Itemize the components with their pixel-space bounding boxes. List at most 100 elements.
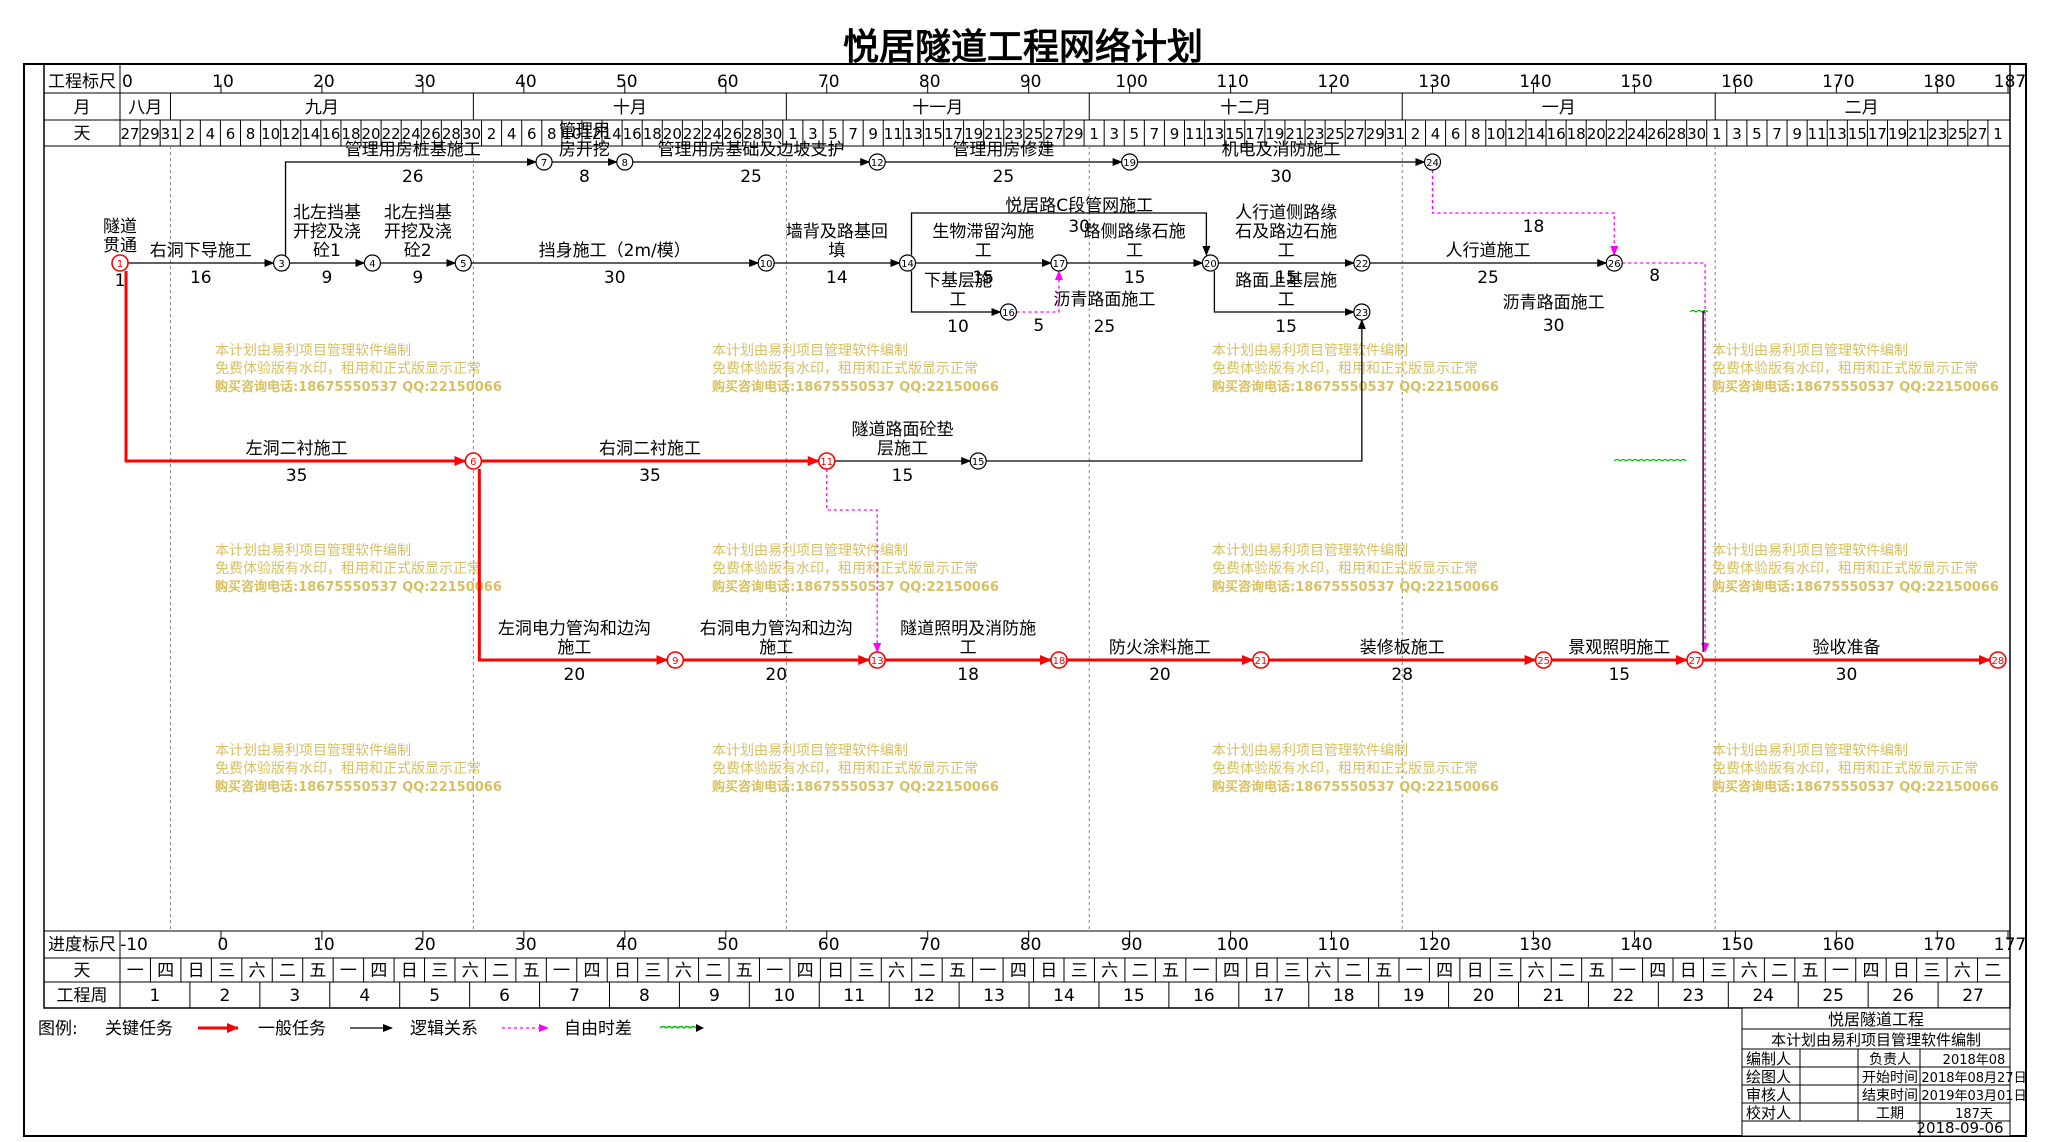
day-number: 6 [527, 125, 537, 143]
task-duration: 15 [1275, 268, 1297, 288]
watermark-line: 购买咨询电话:18675550537 QQ:22150066 [712, 779, 999, 795]
event-node [1989, 651, 2007, 669]
weekday-cell: 二 [1984, 961, 2001, 981]
task-name: 左洞二衬施工 [246, 439, 348, 459]
day-number: 13 [1205, 125, 1224, 143]
day-number: 31 [161, 125, 180, 143]
task-name: 隧道路面砼垫 [851, 420, 953, 440]
task-name: 墙背及路基回 [786, 222, 888, 242]
event-node [1050, 651, 1068, 669]
scale-tick: 10 [212, 72, 234, 92]
week-cell: 5 [429, 986, 440, 1006]
month-name: 八月 [128, 98, 162, 118]
scale-tick: 80 [919, 72, 941, 92]
day-number: 1 [1089, 125, 1099, 143]
task-duration: 16 [190, 268, 212, 288]
legend-free-float-squiggle [659, 1025, 697, 1029]
day-number: 21 [984, 125, 1003, 143]
week-cell: 19 [1403, 986, 1425, 1006]
progress-tick: 20 [414, 935, 436, 955]
info-key2: 开始时间 [1862, 1070, 1918, 1086]
task-duration: 15 [1275, 317, 1297, 337]
day-number: 10 [562, 125, 581, 143]
legend-critical-text: 关键任务 [105, 1019, 173, 1039]
event-node-id: 4 [369, 259, 375, 270]
day-number: 11 [884, 125, 903, 143]
scale-tick: 170 [1822, 72, 1854, 92]
progress-tick: -10 [120, 935, 148, 955]
weekday-cell: 二 [1771, 961, 1788, 981]
progress-tick: 0 [218, 935, 229, 955]
weekday-cell: 一 [127, 961, 144, 981]
day-number: 10 [261, 125, 280, 143]
day-number: 30 [1687, 125, 1706, 143]
event-node [969, 452, 987, 470]
task-duration: 14 [826, 268, 848, 288]
scale-tick: 40 [515, 72, 537, 92]
day-number: 24 [402, 125, 421, 143]
week-cell: 26 [1892, 986, 1914, 1006]
watermark-line: 本计划由易利项目管理软件编制 [1712, 543, 1908, 559]
weekday-cell: 日 [614, 961, 631, 981]
scale-tick: 70 [818, 72, 840, 92]
task-duration: 25 [993, 167, 1015, 187]
watermark-line: 免费体验版有水印，租用和正式版显示正常 [215, 761, 481, 777]
day-number: 14 [1526, 125, 1545, 143]
weekday-cell: 六 [249, 961, 266, 981]
edge-23-27 [1702, 311, 1706, 652]
event-node [272, 254, 291, 272]
weekday-cell: 日 [827, 961, 844, 981]
event-node-id: 28 [1992, 656, 2005, 667]
free-float-23-27 [1689, 309, 1709, 313]
task-arrow [124, 271, 467, 466]
day-number: 30 [462, 125, 481, 143]
day-number: 26 [422, 125, 441, 143]
event-node-id: 17 [1053, 259, 1066, 270]
month-name: 十月 [613, 98, 647, 118]
watermark-line: 本计划由易利项目管理软件编制 [215, 543, 411, 559]
day-number: 26 [1647, 125, 1666, 143]
day-number: 5 [828, 125, 838, 143]
week-cell: 25 [1822, 986, 1844, 1006]
weekday-cell: 日 [1040, 961, 1057, 981]
week-cell: 8 [639, 986, 650, 1006]
day-number: 2 [1411, 125, 1421, 143]
watermark-line: 本计划由易利项目管理软件编制 [1712, 343, 1908, 359]
event-node-id: 20 [1204, 259, 1217, 270]
month-name: 十二月 [1220, 98, 1271, 118]
task-name: 工 [960, 638, 977, 658]
weekday-cell: 三 [1923, 961, 1940, 981]
watermark-line: 本计划由易利项目管理软件编制 [215, 343, 411, 359]
weekday-cell: 五 [523, 961, 540, 981]
day-number: 19 [1888, 125, 1907, 143]
event-node [363, 254, 382, 272]
watermark-line: 购买咨询电话:18675550537 QQ:22150066 [1212, 379, 1499, 395]
watermark-line: 购买咨询电话:18675550537 QQ:22150066 [1712, 779, 1999, 795]
task-name: 管理用房基础及边坡支护 [658, 140, 845, 160]
event-node [111, 254, 129, 272]
day-number: 27 [1346, 125, 1365, 143]
task-name: 砼2 [404, 241, 432, 261]
weekday-cell: 五 [949, 961, 966, 981]
weekday-cell: 三 [1284, 961, 1301, 981]
progress-label: 进度标尺 [48, 935, 116, 955]
legend-logic-text: 逻辑关系 [410, 1019, 478, 1039]
task-name: 施工 [557, 638, 591, 658]
day-number: 12 [582, 125, 601, 143]
day-number: 28 [1667, 125, 1686, 143]
day-number: 15 [1848, 125, 1867, 143]
day-number: 9 [1792, 125, 1802, 143]
scale-tick: 0 [122, 72, 133, 92]
watermark-line: 本计划由易利项目管理软件编制 [1212, 343, 1408, 359]
day-number: 16 [1547, 125, 1566, 143]
weekday-cell: 日 [1467, 961, 1484, 981]
week-cell: 24 [1752, 986, 1774, 1006]
task-duration: 15 [1124, 268, 1146, 288]
event-node-id: 19 [1123, 158, 1136, 169]
weekday-cell: 六 [675, 961, 692, 981]
scale-tick: 30 [414, 72, 436, 92]
task-name: 人行道侧路缘 [1235, 203, 1337, 223]
day-number: 20 [1587, 125, 1606, 143]
day-number: 6 [1451, 125, 1461, 143]
